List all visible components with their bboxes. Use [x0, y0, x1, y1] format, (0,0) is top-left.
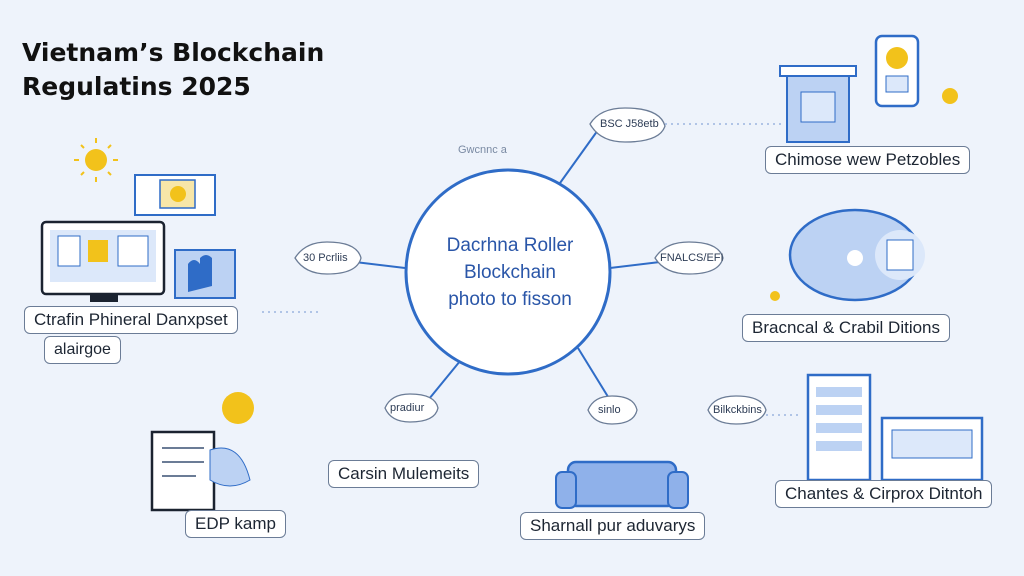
label-bottom-left-mid[interactable]: Carsin Mulemeits [328, 460, 480, 488]
label-bottom-left[interactable]: EDP kamp [185, 510, 286, 538]
monitor-icon [40, 174, 236, 302]
bubble-bottom-mid[interactable] [587, 395, 638, 425]
faint-top-text: Gwcnnc a [458, 144, 507, 156]
label-bottom-right[interactable]: Chantes & Cirprox Ditntoh [775, 480, 993, 508]
title-line-1: Vietnam’s Blockchain [22, 38, 325, 67]
bubble-right-text: FNALCS/EFI [660, 252, 724, 264]
label-top-right[interactable]: Chimose wew Petzobles [765, 146, 971, 174]
sun-icon [74, 138, 118, 182]
bubble-left-text: 30 Pcrliis [303, 252, 348, 264]
center-line-2: Blockchain [464, 262, 556, 283]
bubble-top-text: BSC J58etb [600, 118, 659, 130]
label-top-left-sub[interactable]: alairgoe [44, 336, 121, 364]
bubble-bottom-left[interactable] [384, 393, 439, 423]
phone-coin-icon [874, 34, 958, 108]
bubble-left[interactable] [294, 241, 362, 275]
bubble-bottom-right[interactable] [707, 395, 767, 425]
bubble-bottom-left-text: pradiur [390, 402, 425, 414]
label-top-left[interactable]: Ctrafin Phineral Danxpset [24, 306, 238, 334]
sofa-icon [555, 460, 689, 509]
center-line-1: Dacrhna Roller [446, 235, 574, 256]
building-icon [806, 373, 984, 482]
bubble-bottom-right-text: Bilkckbins [713, 404, 762, 416]
bubble-bottom-mid-text: sinlo [598, 404, 621, 416]
bubble-top[interactable] [589, 107, 666, 143]
document-coin-icon [150, 392, 254, 512]
central-node[interactable] [404, 168, 612, 376]
bubble-right[interactable] [654, 241, 724, 275]
title-line-2: Regulatins 2025 [22, 72, 251, 101]
label-right-mid[interactable]: Bracncal & Crabil Ditions [742, 314, 951, 342]
label-bottom-center[interactable]: Sharnall pur aduvarys [520, 512, 706, 540]
cup-icon [779, 65, 857, 143]
central-node-text: Dacrhna Roller Blockchain photo to fisso… [410, 232, 610, 313]
page-title: Vietnam’s Blockchain Regulatins 2025 [22, 36, 324, 104]
globe-panel-icon [770, 208, 925, 302]
decorative-dots [262, 123, 800, 416]
center-line-3: photo to fisson [448, 289, 572, 310]
